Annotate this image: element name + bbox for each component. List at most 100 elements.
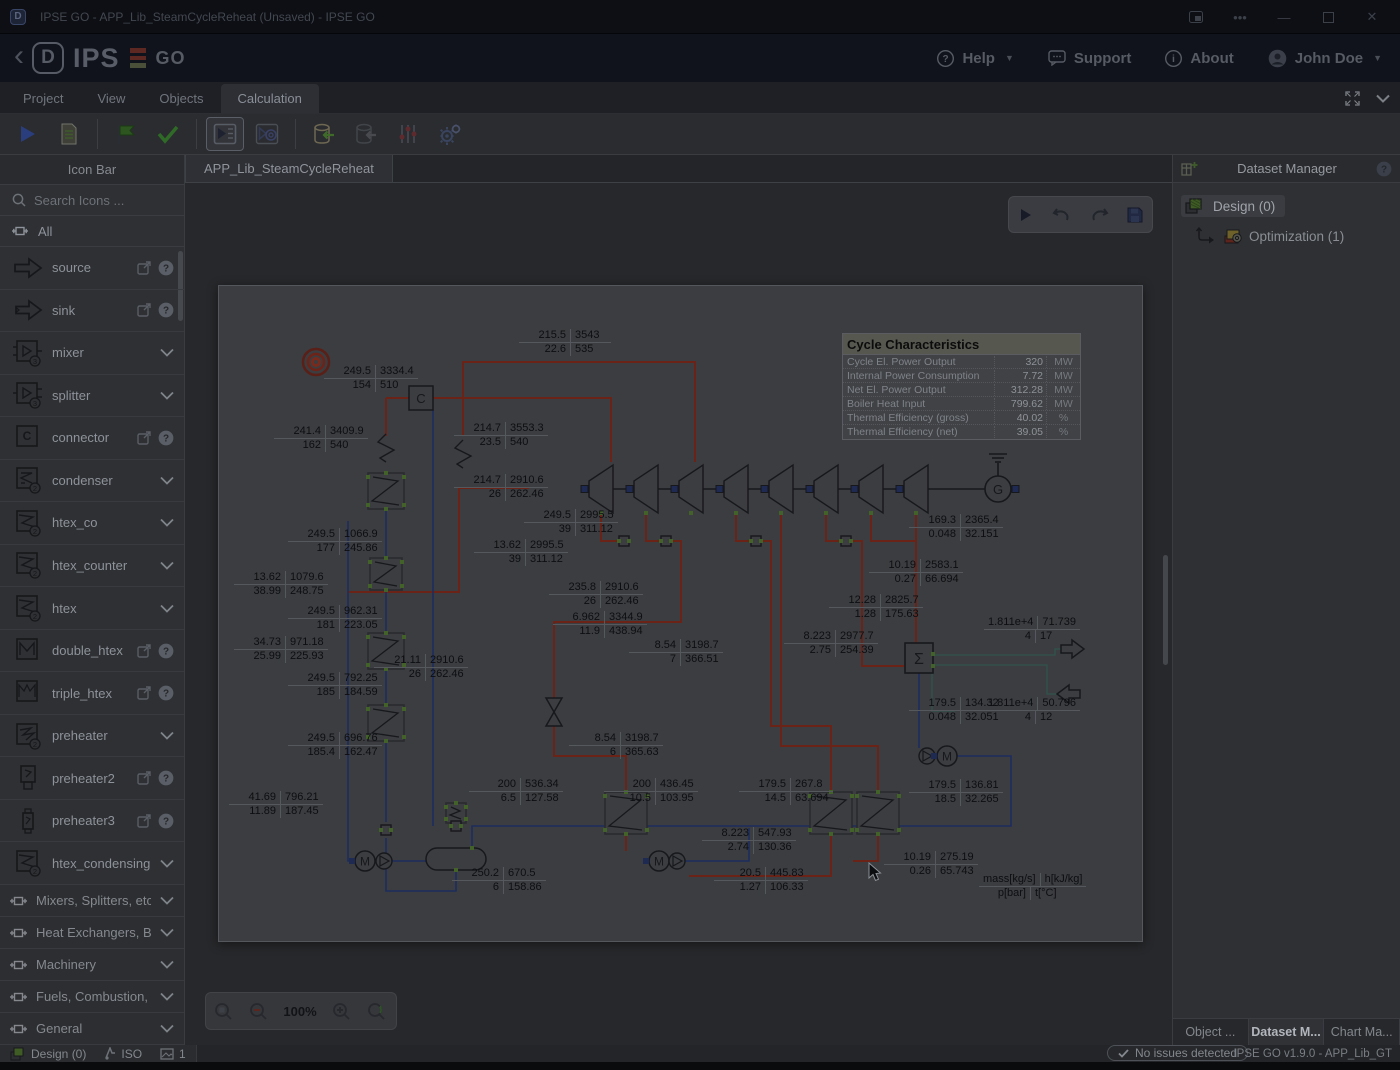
expand-icon[interactable] bbox=[1345, 90, 1360, 106]
icon-bar-item-sink[interactable]: sink? bbox=[0, 290, 184, 333]
minimize-icon[interactable]: — bbox=[1277, 9, 1291, 25]
run-simulation-button[interactable] bbox=[206, 117, 244, 151]
status-units[interactable]: ISO bbox=[104, 1047, 142, 1061]
support-menu[interactable]: Support bbox=[1048, 50, 1131, 67]
icon-bar-item-source[interactable]: source? bbox=[0, 247, 184, 290]
help-circle-icon[interactable]: ? bbox=[158, 643, 174, 659]
chevron-down-icon[interactable] bbox=[160, 1024, 174, 1033]
chevron-down-icon[interactable] bbox=[160, 896, 174, 905]
collapse-ribbon-icon[interactable] bbox=[1376, 94, 1390, 103]
chevron-down-icon[interactable] bbox=[160, 561, 174, 570]
menu-objects[interactable]: Objects bbox=[159, 91, 204, 106]
help-menu[interactable]: ? Help▼ bbox=[937, 50, 1014, 67]
help-circle-icon[interactable]: ? bbox=[158, 685, 174, 701]
chevron-down-icon[interactable] bbox=[160, 960, 174, 969]
external-link-icon[interactable] bbox=[137, 643, 151, 658]
icon-filter-all[interactable]: All bbox=[0, 216, 184, 247]
flag-button[interactable] bbox=[107, 117, 145, 151]
validate-button[interactable] bbox=[149, 117, 187, 151]
icon-category-heat-exchangers-boile[interactable]: Heat Exchangers, Boile bbox=[0, 917, 184, 949]
chevron-down-icon[interactable] bbox=[160, 518, 174, 528]
icon-category-fuels-combustion-cor[interactable]: Fuels, Combustion, Cor bbox=[0, 981, 184, 1013]
external-link-icon[interactable] bbox=[137, 261, 151, 275]
settings-button[interactable] bbox=[431, 117, 469, 151]
help-circle-icon[interactable]: ? bbox=[158, 770, 174, 786]
icon-category-general[interactable]: General bbox=[0, 1013, 184, 1045]
about-menu[interactable]: i About bbox=[1165, 50, 1234, 67]
external-link-icon[interactable] bbox=[137, 771, 151, 785]
canvas-vscrollbar[interactable] bbox=[1163, 555, 1168, 665]
run-icon[interactable] bbox=[1018, 207, 1034, 223]
flowsheet-tab[interactable]: APP_Lib_SteamCycleReheat bbox=[185, 155, 393, 182]
icon-bar-item-triple_htex[interactable]: triple_htex? bbox=[0, 672, 184, 715]
icon-bar-item-preheater2[interactable]: preheater2? bbox=[0, 757, 184, 800]
run-scenario-button[interactable] bbox=[248, 117, 286, 151]
dataset-optimization-row[interactable]: Optimization (1) bbox=[1195, 223, 1392, 249]
help-circle-icon[interactable]: ? bbox=[158, 813, 174, 829]
chevron-down-icon[interactable] bbox=[160, 348, 174, 358]
side-tab-chart-ma[interactable]: Chart Ma... bbox=[1324, 1019, 1400, 1045]
chevron-down-icon[interactable] bbox=[160, 604, 174, 613]
run-button[interactable] bbox=[8, 117, 46, 151]
help-circle-icon[interactable]: ? bbox=[158, 260, 174, 276]
close-icon[interactable]: ✕ bbox=[1366, 9, 1378, 24]
external-link-icon[interactable] bbox=[137, 431, 151, 445]
external-link-icon[interactable] bbox=[137, 813, 151, 828]
side-tab-object[interactable]: Object ... bbox=[1173, 1019, 1249, 1045]
save-icon[interactable] bbox=[1127, 207, 1143, 223]
icon-category-machinery[interactable]: Machinery bbox=[0, 949, 184, 981]
user-menu[interactable]: John Doe▼ bbox=[1268, 49, 1382, 68]
pip-icon[interactable] bbox=[1174, 0, 1218, 34]
external-link-icon[interactable] bbox=[137, 303, 151, 317]
chevron-down-icon[interactable] bbox=[160, 928, 174, 937]
redo-icon[interactable] bbox=[1089, 207, 1109, 222]
protocol-button[interactable] bbox=[50, 117, 88, 151]
side-tab-dataset-m[interactable]: Dataset M... bbox=[1248, 1019, 1325, 1045]
undo-icon[interactable] bbox=[1052, 207, 1072, 222]
more-menu-icon[interactable]: ••• bbox=[1233, 9, 1247, 25]
parameters-button[interactable] bbox=[389, 117, 427, 151]
icon-search-input[interactable]: Search Icons ... bbox=[0, 185, 184, 216]
help-circle-icon[interactable]: ? bbox=[158, 302, 174, 318]
chevron-down-icon[interactable] bbox=[160, 476, 174, 485]
chevron-down-icon[interactable] bbox=[160, 731, 174, 740]
icon-bar-item-double_htex[interactable]: double_htex? bbox=[0, 630, 184, 673]
menu-view[interactable]: View bbox=[97, 91, 126, 106]
dataset-add-icon[interactable] bbox=[1181, 161, 1198, 177]
status-design[interactable]: Design (0) bbox=[10, 1047, 86, 1061]
chevron-down-icon[interactable] bbox=[160, 391, 174, 400]
icon-category-mixers-splitters-etc[interactable]: Mixers, Splitters, etc. bbox=[0, 885, 184, 917]
import-results-button[interactable] bbox=[305, 117, 343, 151]
issues-indicator[interactable]: No issues detected bbox=[1106, 1045, 1248, 1061]
cycle-characteristics-table[interactable]: Cycle Characteristics Cycle El. Power Ou… bbox=[842, 333, 1081, 440]
zoom-reset-icon[interactable] bbox=[367, 1002, 388, 1021]
status-pages[interactable]: 1 bbox=[160, 1047, 186, 1061]
export-results-button[interactable] bbox=[347, 117, 385, 151]
menu-calculation[interactable]: Calculation bbox=[220, 84, 319, 113]
icon-list-scrollbar[interactable] bbox=[178, 251, 183, 321]
dataset-design-row[interactable]: Design (0) bbox=[1181, 193, 1392, 219]
zoom-fit-icon[interactable] bbox=[214, 1002, 233, 1021]
help-circle-icon[interactable]: ? bbox=[158, 430, 174, 446]
menu-project[interactable]: Project bbox=[23, 91, 64, 106]
zoom-in-icon[interactable] bbox=[332, 1002, 351, 1021]
chevron-down-icon[interactable] bbox=[160, 992, 174, 1001]
chevron-down-icon[interactable] bbox=[160, 859, 174, 868]
external-link-icon[interactable] bbox=[137, 686, 151, 700]
back-button[interactable]: ‹ bbox=[14, 39, 24, 72]
zoom-out-icon[interactable] bbox=[249, 1002, 268, 1021]
panel-help-icon[interactable]: ? bbox=[1376, 161, 1392, 177]
icon-bar-item-preheater3[interactable]: preheater3? bbox=[0, 800, 184, 843]
